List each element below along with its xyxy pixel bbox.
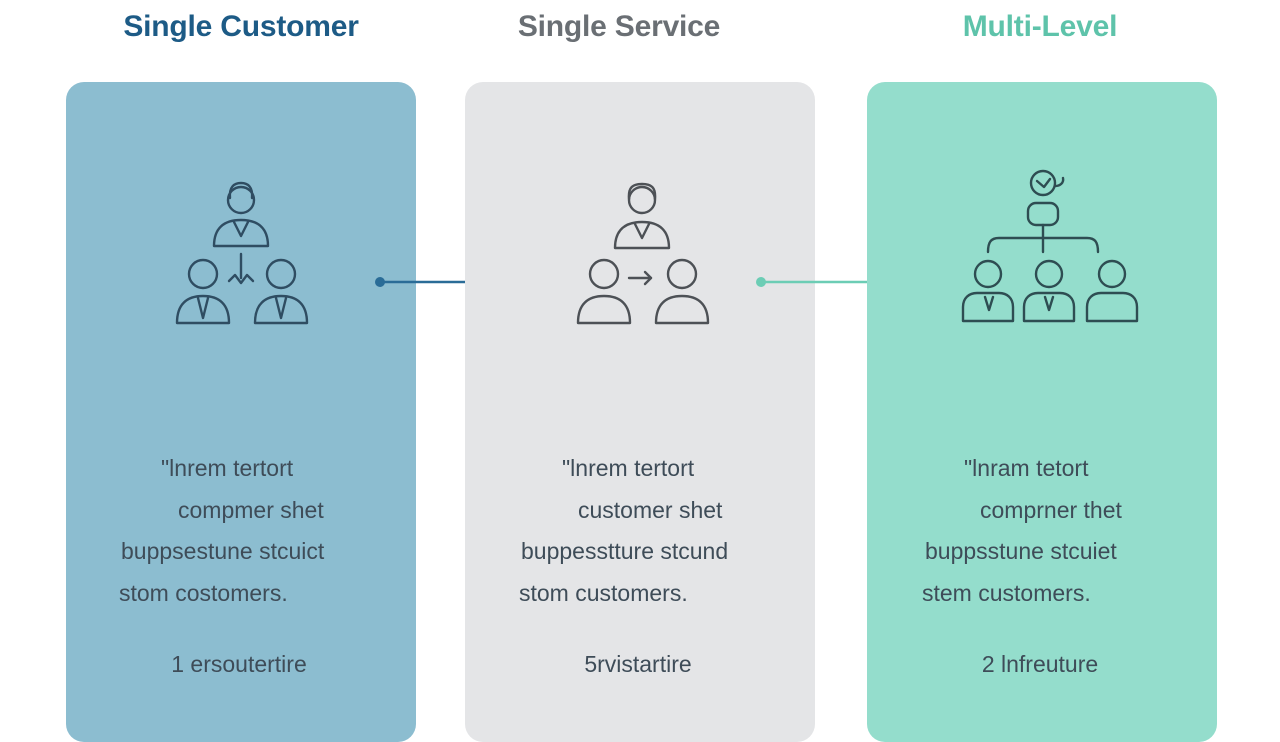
hierarchy-icon (961, 169, 1139, 323)
panel-single-customer: "lnrem tertort compmer shet buppsestune … (66, 82, 416, 742)
service-transfer-icon (576, 182, 710, 325)
panel-single-service: "lnrem tertort customer shet buppessttur… (465, 82, 815, 742)
footer-multi-level: 2 lnfreuture (981, 651, 1099, 677)
footer-single-customer: 1 ersoutertire (171, 651, 307, 677)
description-multi-level: "lnram tetort comprner thet buppsstune s… (922, 455, 1122, 606)
footer-single-service: 5rvistartire (584, 651, 692, 677)
title-single-service: Single Service (517, 10, 721, 43)
panel-multi-level: "lnram tetort comprner thet buppsstune s… (867, 82, 1217, 742)
description-single-customer: "lnrem tertort compmer shet buppsestune … (119, 455, 325, 606)
description-single-service: "lnrem tertort customer shet buppessttur… (519, 455, 729, 606)
title-multi-level: Multi-Level (962, 10, 1118, 43)
customer-group-icon (175, 181, 309, 325)
title-single-customer: Single Customer (123, 10, 359, 43)
